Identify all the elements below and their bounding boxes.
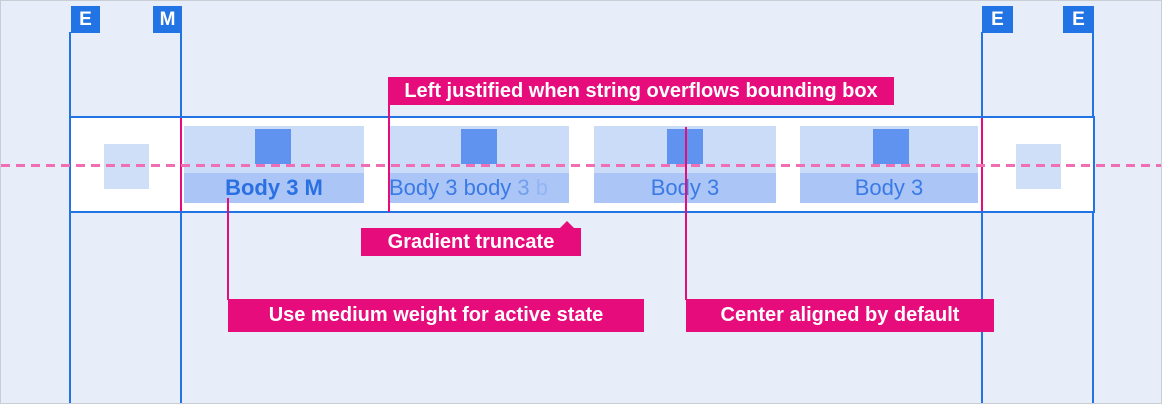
edge-marker-chip: E	[982, 6, 1013, 33]
callout-line-left-justified	[388, 104, 390, 212]
tab-icon-placeholder	[255, 129, 291, 164]
tab-icon-placeholder	[461, 129, 497, 164]
edge-marker-chip: E	[71, 6, 100, 33]
callout-line-center-aligned	[685, 127, 687, 300]
callout-line-medium-weight	[227, 198, 229, 300]
annotation-gradient-truncate-label: Gradient truncate	[387, 231, 555, 253]
baseline-dashed-line	[1, 164, 1161, 167]
tab-label-fading-part: 3	[511, 175, 530, 200]
guide-line-edge-right-outer	[1092, 32, 1094, 403]
annotation-center-aligned: Center aligned by default	[686, 299, 994, 332]
margin-marker-chip: M	[153, 6, 182, 33]
caret-up-icon	[560, 221, 574, 228]
annotation-left-justified: Left justified when string overflows bou…	[388, 77, 894, 105]
annotation-medium-weight: Use medium weight for active state	[228, 299, 644, 332]
tab-label: Body 3 body 3 b	[389, 173, 569, 203]
guide-line-edge-left	[69, 32, 71, 403]
tab-label-faded-part: b	[529, 175, 549, 200]
tab-icon-placeholder	[873, 129, 909, 164]
tab-label-opaque-part: Body 3 body	[389, 175, 512, 200]
tab-label: Body 3 M	[184, 173, 364, 203]
guide-line-edge-right-inner	[981, 32, 983, 403]
annotation-gradient-truncate: Gradient truncate	[361, 221, 581, 256]
edge-marker-chip: E	[1063, 6, 1094, 33]
guide-line-margin-left	[180, 32, 182, 403]
tab-label: Body 3	[800, 173, 978, 203]
